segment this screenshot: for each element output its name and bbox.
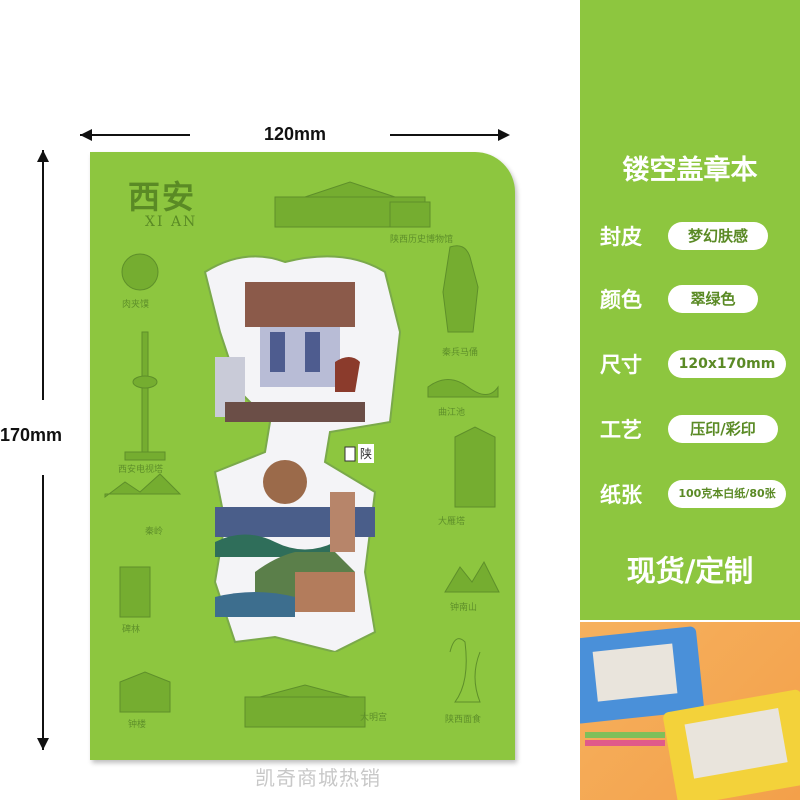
- landmark-label: 秦岭: [145, 527, 164, 537]
- landmark-label: 大明宫: [360, 713, 388, 723]
- landmark-label: 大雁塔: [438, 517, 466, 527]
- cutout-illustration: [203, 255, 402, 652]
- arrow-right-icon: [498, 129, 510, 141]
- spec-key: 纸张: [600, 483, 642, 507]
- spec-key: 尺寸: [600, 353, 642, 377]
- spec-key: 工艺: [600, 418, 642, 442]
- width-label: 120mm: [263, 124, 327, 144]
- spec-value: 压印/彩印: [668, 415, 778, 443]
- notebook-cover: 西安 XI AN: [90, 152, 515, 760]
- spec-key: 颜色: [600, 288, 642, 312]
- landmark-label: 曲江池: [438, 408, 466, 418]
- height-dimension: 170mm: [0, 150, 90, 750]
- spec-panel: 镂空盖章本 封皮 梦幻肤感 颜色 翠绿色 尺寸 120x170mm 工艺 压印/…: [580, 0, 800, 620]
- landmark-label: 陕西面食: [445, 715, 482, 725]
- spec-row: 封皮 梦幻肤感: [600, 222, 800, 252]
- notebook-subtitle: XI AN: [145, 214, 198, 230]
- product-photo: [580, 622, 800, 800]
- spec-value: 100克本白纸/80张: [668, 480, 786, 508]
- notebook-title: 西安: [128, 178, 197, 216]
- landmark-label: 钟楼: [128, 720, 147, 730]
- spec-row: 颜色 翠绿色: [600, 285, 800, 315]
- spec-row: 工艺 压印/彩印: [600, 415, 800, 445]
- landmark-label: 陕西历史博物馆: [390, 235, 454, 245]
- photo-illustration: [580, 626, 800, 800]
- landmark-silhouettes: [104, 181, 500, 728]
- spec-value: 翠绿色: [668, 285, 758, 313]
- landmark-label: 钟南山: [450, 603, 478, 613]
- watermark: 凯奇商城热销: [255, 766, 381, 790]
- spec-key: 封皮: [600, 225, 642, 249]
- spec-value: 梦幻肤感: [668, 222, 768, 250]
- panel-title: 镂空盖章本: [622, 155, 758, 186]
- landmark-label: 碑林: [122, 625, 141, 635]
- width-dimension: 120mm: [80, 120, 510, 150]
- spec-row: 尺寸 120x170mm: [600, 350, 800, 380]
- landmark-label: 秦兵马俑: [442, 348, 479, 358]
- spec-value: 120x170mm: [668, 350, 786, 378]
- panel-footer: 现货/定制: [626, 554, 754, 588]
- landmark-label: 肉夹馍: [122, 300, 150, 310]
- spec-row: 纸张 100克本白纸/80张: [600, 480, 800, 510]
- stamp-mark: 陕: [358, 444, 375, 463]
- landmark-label: 西安电视塔: [118, 465, 164, 475]
- arrow-down-icon: [37, 738, 49, 750]
- height-label: 170mm: [0, 425, 63, 445]
